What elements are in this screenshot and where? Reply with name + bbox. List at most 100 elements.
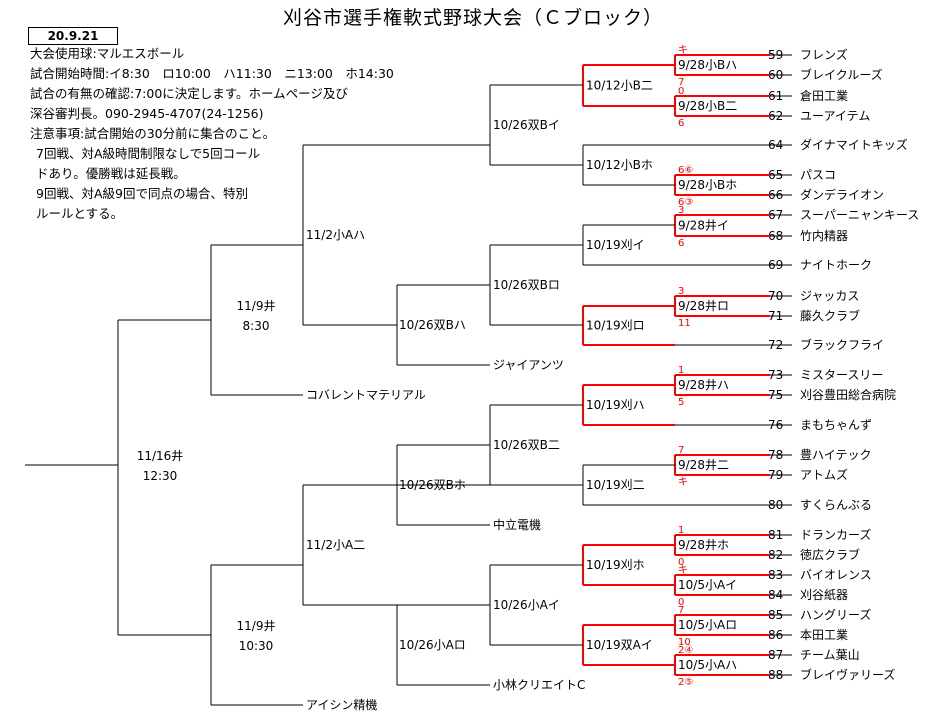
- score-top: 1: [678, 365, 684, 376]
- match-label: 10/26小Aロ: [399, 638, 466, 652]
- match-label: 10/26双Bロ: [493, 278, 560, 292]
- score-bottom: 7: [678, 77, 684, 88]
- match-time: 10:30: [239, 639, 274, 653]
- note-line: 深谷審判長。090-2945-4707(24-1256): [30, 106, 264, 121]
- note-line: 試合の有無の確認:7:00に決定します。ホームページ及び: [30, 86, 348, 101]
- score-top: 1: [678, 525, 684, 536]
- note-line: ルールとする。: [36, 206, 124, 221]
- note-line: 9回戦、対A級9回で同点の場合、特別: [36, 186, 248, 201]
- score-top: 7: [678, 605, 684, 616]
- seed-team: 中立電機: [493, 517, 541, 532]
- score-bottom: 0: [678, 557, 684, 568]
- team-name: 本田工業: [800, 628, 848, 642]
- team-name: バイオレンス: [800, 568, 872, 582]
- score-top: 3: [678, 205, 684, 216]
- match-label: 10/19刈ハ: [586, 398, 645, 412]
- date-label: 20.9.21: [28, 27, 118, 45]
- team-name: ブレイヴァリーズ: [800, 667, 895, 682]
- score-top: 7: [678, 445, 684, 456]
- match-label: 10/26双Bイ: [493, 118, 560, 132]
- match-label: 9/28井イ: [678, 219, 729, 233]
- match-label: 9/28小Bホ: [678, 178, 737, 192]
- team-name: ダイナマイトキッズ: [800, 137, 908, 152]
- team-name: ダンデライオン: [800, 187, 884, 202]
- note-line: ドあり。優勝戦は延長戦。: [36, 166, 186, 181]
- team-name: ユーアイテム: [800, 109, 870, 123]
- match-label: 10/5小Aロ: [678, 618, 737, 632]
- match-label: 11/9井: [237, 619, 276, 633]
- team-name: 刈谷豊田総合病院: [800, 387, 896, 402]
- team-name: ナイトホーク: [800, 258, 872, 272]
- team-name: ブレイクルーズ: [800, 67, 883, 82]
- match-label: 9/28井ホ: [678, 538, 729, 552]
- match-label: 10/19刈イ: [586, 238, 645, 252]
- team-name: スーパーニャンキース: [800, 208, 919, 222]
- match-label: 10/26双B二: [493, 438, 560, 452]
- seed-team: アイシン精機: [306, 697, 377, 712]
- team-name: 倉田工業: [800, 88, 848, 103]
- score-bottom: 6③: [678, 197, 693, 208]
- team-name: ハングリーズ: [800, 607, 871, 622]
- team-name: 豊ハイテック: [800, 448, 872, 462]
- team-name: ジャッカス: [800, 289, 859, 303]
- score-bottom: 11: [678, 318, 691, 329]
- score-top: 0: [678, 86, 684, 97]
- team-name: 刈谷紙器: [800, 587, 848, 602]
- team-name: アトムズ: [800, 467, 848, 482]
- score-top: 6⑥: [678, 165, 693, 176]
- match-label: 9/28小Bハ: [678, 58, 737, 72]
- match-label: 11/2小Aハ: [306, 228, 365, 242]
- note-line: 大会使用球:マルエスボール: [30, 46, 185, 61]
- score-top: 2④: [678, 645, 693, 656]
- team-name: ドランカーズ: [800, 527, 871, 542]
- match-label: 10/5小Aイ: [678, 578, 737, 592]
- team-name: ミスタースリー: [800, 368, 883, 382]
- match-label: 9/28井ハ: [678, 378, 729, 392]
- score-bottom: 2⑤: [678, 677, 693, 688]
- seed-team: コバレントマテリアル: [306, 388, 426, 402]
- score-top: 3: [678, 286, 684, 297]
- team-name: ブラックフライ: [800, 337, 884, 352]
- score-bottom: 6: [678, 118, 684, 129]
- match-label: 10/26小Aイ: [493, 598, 560, 612]
- score-bottom: 5: [678, 397, 684, 408]
- match-label: 10/19刈ホ: [586, 558, 645, 572]
- score-bottom: 6: [678, 238, 684, 249]
- team-name: チーム葉山: [800, 648, 860, 662]
- match-label: 10/19双Aイ: [586, 638, 653, 652]
- match-label: 9/28井ロ: [678, 299, 729, 313]
- score-top: キ: [678, 565, 688, 576]
- team-name: まもちゃんず: [800, 418, 872, 432]
- match-label: 11/9井: [237, 299, 276, 313]
- note-line: 注意事項:試合開始の30分前に集合のこと。: [30, 126, 276, 141]
- seed-team: ジャイアンツ: [493, 358, 564, 372]
- notes-block: 大会使用球:マルエスボール 試合開始時間:イ8:30 ロ10:00 ハ11:30…: [30, 44, 394, 224]
- team-name: 徳広クラブ: [800, 547, 860, 562]
- match-label: 9/28小B二: [678, 99, 737, 113]
- score-top: キ: [678, 45, 688, 56]
- note-line: 試合開始時間:イ8:30 ロ10:00 ハ11:30 ニ13:00 ホ14:30: [30, 66, 394, 81]
- match-time: 12:30: [143, 469, 178, 483]
- page-title: 刈谷市選手権軟式野球大会（Ｃブロック）: [282, 7, 663, 29]
- match-label: 11/2小A二: [306, 538, 365, 552]
- team-name: 藤久クラブ: [800, 308, 860, 323]
- match-label: 11/16井: [137, 449, 184, 463]
- seed-team: 小林クリエイトC: [493, 678, 585, 692]
- team-name: フレンズ: [800, 47, 848, 62]
- match-label: 10/19刈二: [586, 478, 645, 492]
- score-bottom: 10: [678, 637, 691, 648]
- match-time: 8:30: [243, 319, 270, 333]
- score-bottom: キ: [678, 477, 688, 488]
- team-name: 竹内精器: [800, 229, 848, 243]
- team-name: パスコ: [800, 168, 836, 182]
- match-label: 10/12小Bホ: [586, 158, 653, 172]
- match-label: 10/26双Bハ: [399, 318, 466, 332]
- match-label: 10/12小B二: [586, 79, 653, 93]
- match-label: 10/5小Aハ: [678, 658, 737, 672]
- score-bottom: 0: [678, 597, 684, 608]
- team-name: すくらんぶる: [800, 498, 872, 512]
- note-line: 7回戦、対A級時間制限なしで5回コール: [36, 146, 261, 161]
- match-label: 10/19刈ロ: [586, 319, 645, 333]
